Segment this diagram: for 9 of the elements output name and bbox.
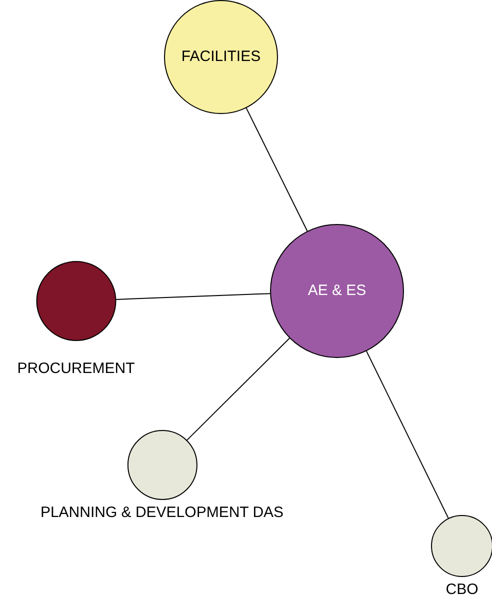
connector-line (366, 350, 449, 519)
node-label: AE & ES (308, 282, 366, 300)
node-label: FACILITIES (181, 48, 261, 66)
connector-line (246, 108, 308, 232)
connector-line (115, 293, 271, 300)
node-label: PLANNING & DEVELOPMENT DAS (40, 504, 284, 523)
connector-line (186, 338, 290, 441)
node-label: CBO (446, 581, 478, 600)
node-label: PROCUREMENT (17, 360, 135, 379)
